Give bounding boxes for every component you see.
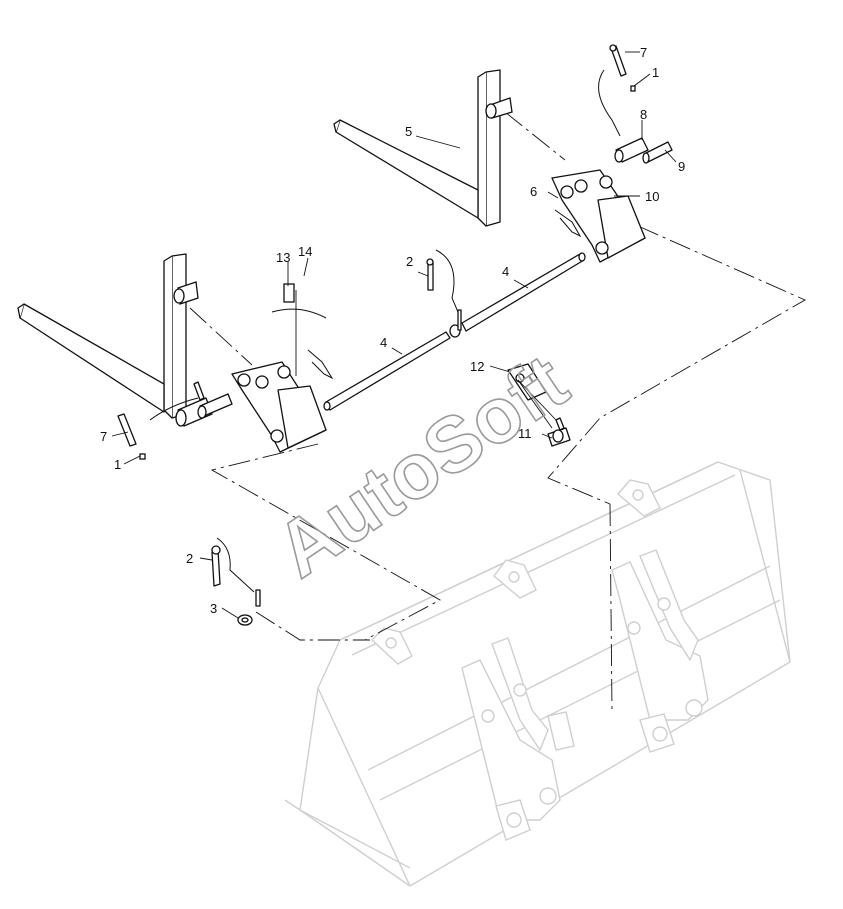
callout-2-upper: 2 <box>406 254 413 269</box>
callout-2-lower: 2 <box>186 551 193 566</box>
callout-13: 13 <box>276 250 290 265</box>
callout-14: 14 <box>298 244 312 259</box>
bucket-outline <box>284 461 791 887</box>
callout-10: 10 <box>645 189 659 204</box>
callout-1-left: 1 <box>114 457 121 472</box>
small-parts <box>117 44 673 626</box>
callout-6: 6 <box>530 184 537 199</box>
callout-1-top: 1 <box>652 65 659 80</box>
callout-7-top: 7 <box>640 45 647 60</box>
callout-8: 8 <box>640 107 647 122</box>
fork-tine-left <box>17 253 199 419</box>
shaft-4 <box>323 252 586 411</box>
carriage-bracket-left <box>231 349 334 453</box>
callout-3: 3 <box>210 601 217 616</box>
leader-lines <box>111 51 677 619</box>
watermark-text: AutoSoft <box>260 337 582 594</box>
callout-12: 12 <box>470 359 484 374</box>
callout-4-left: 4 <box>380 335 387 350</box>
fork-tine-right <box>333 69 513 227</box>
detail-arcs <box>149 69 621 593</box>
callout-5: 5 <box>405 124 412 139</box>
callout-labels: 7 1 8 9 5 6 10 13 14 2 4 4 12 7 1 11 2 3 <box>100 45 685 616</box>
callout-4-right: 4 <box>502 264 509 279</box>
callout-11: 11 <box>518 426 532 441</box>
carriage-bracket-right <box>551 169 646 263</box>
alignment-guides <box>189 111 806 713</box>
callout-9: 9 <box>678 159 685 174</box>
callout-7-left: 7 <box>100 429 107 444</box>
